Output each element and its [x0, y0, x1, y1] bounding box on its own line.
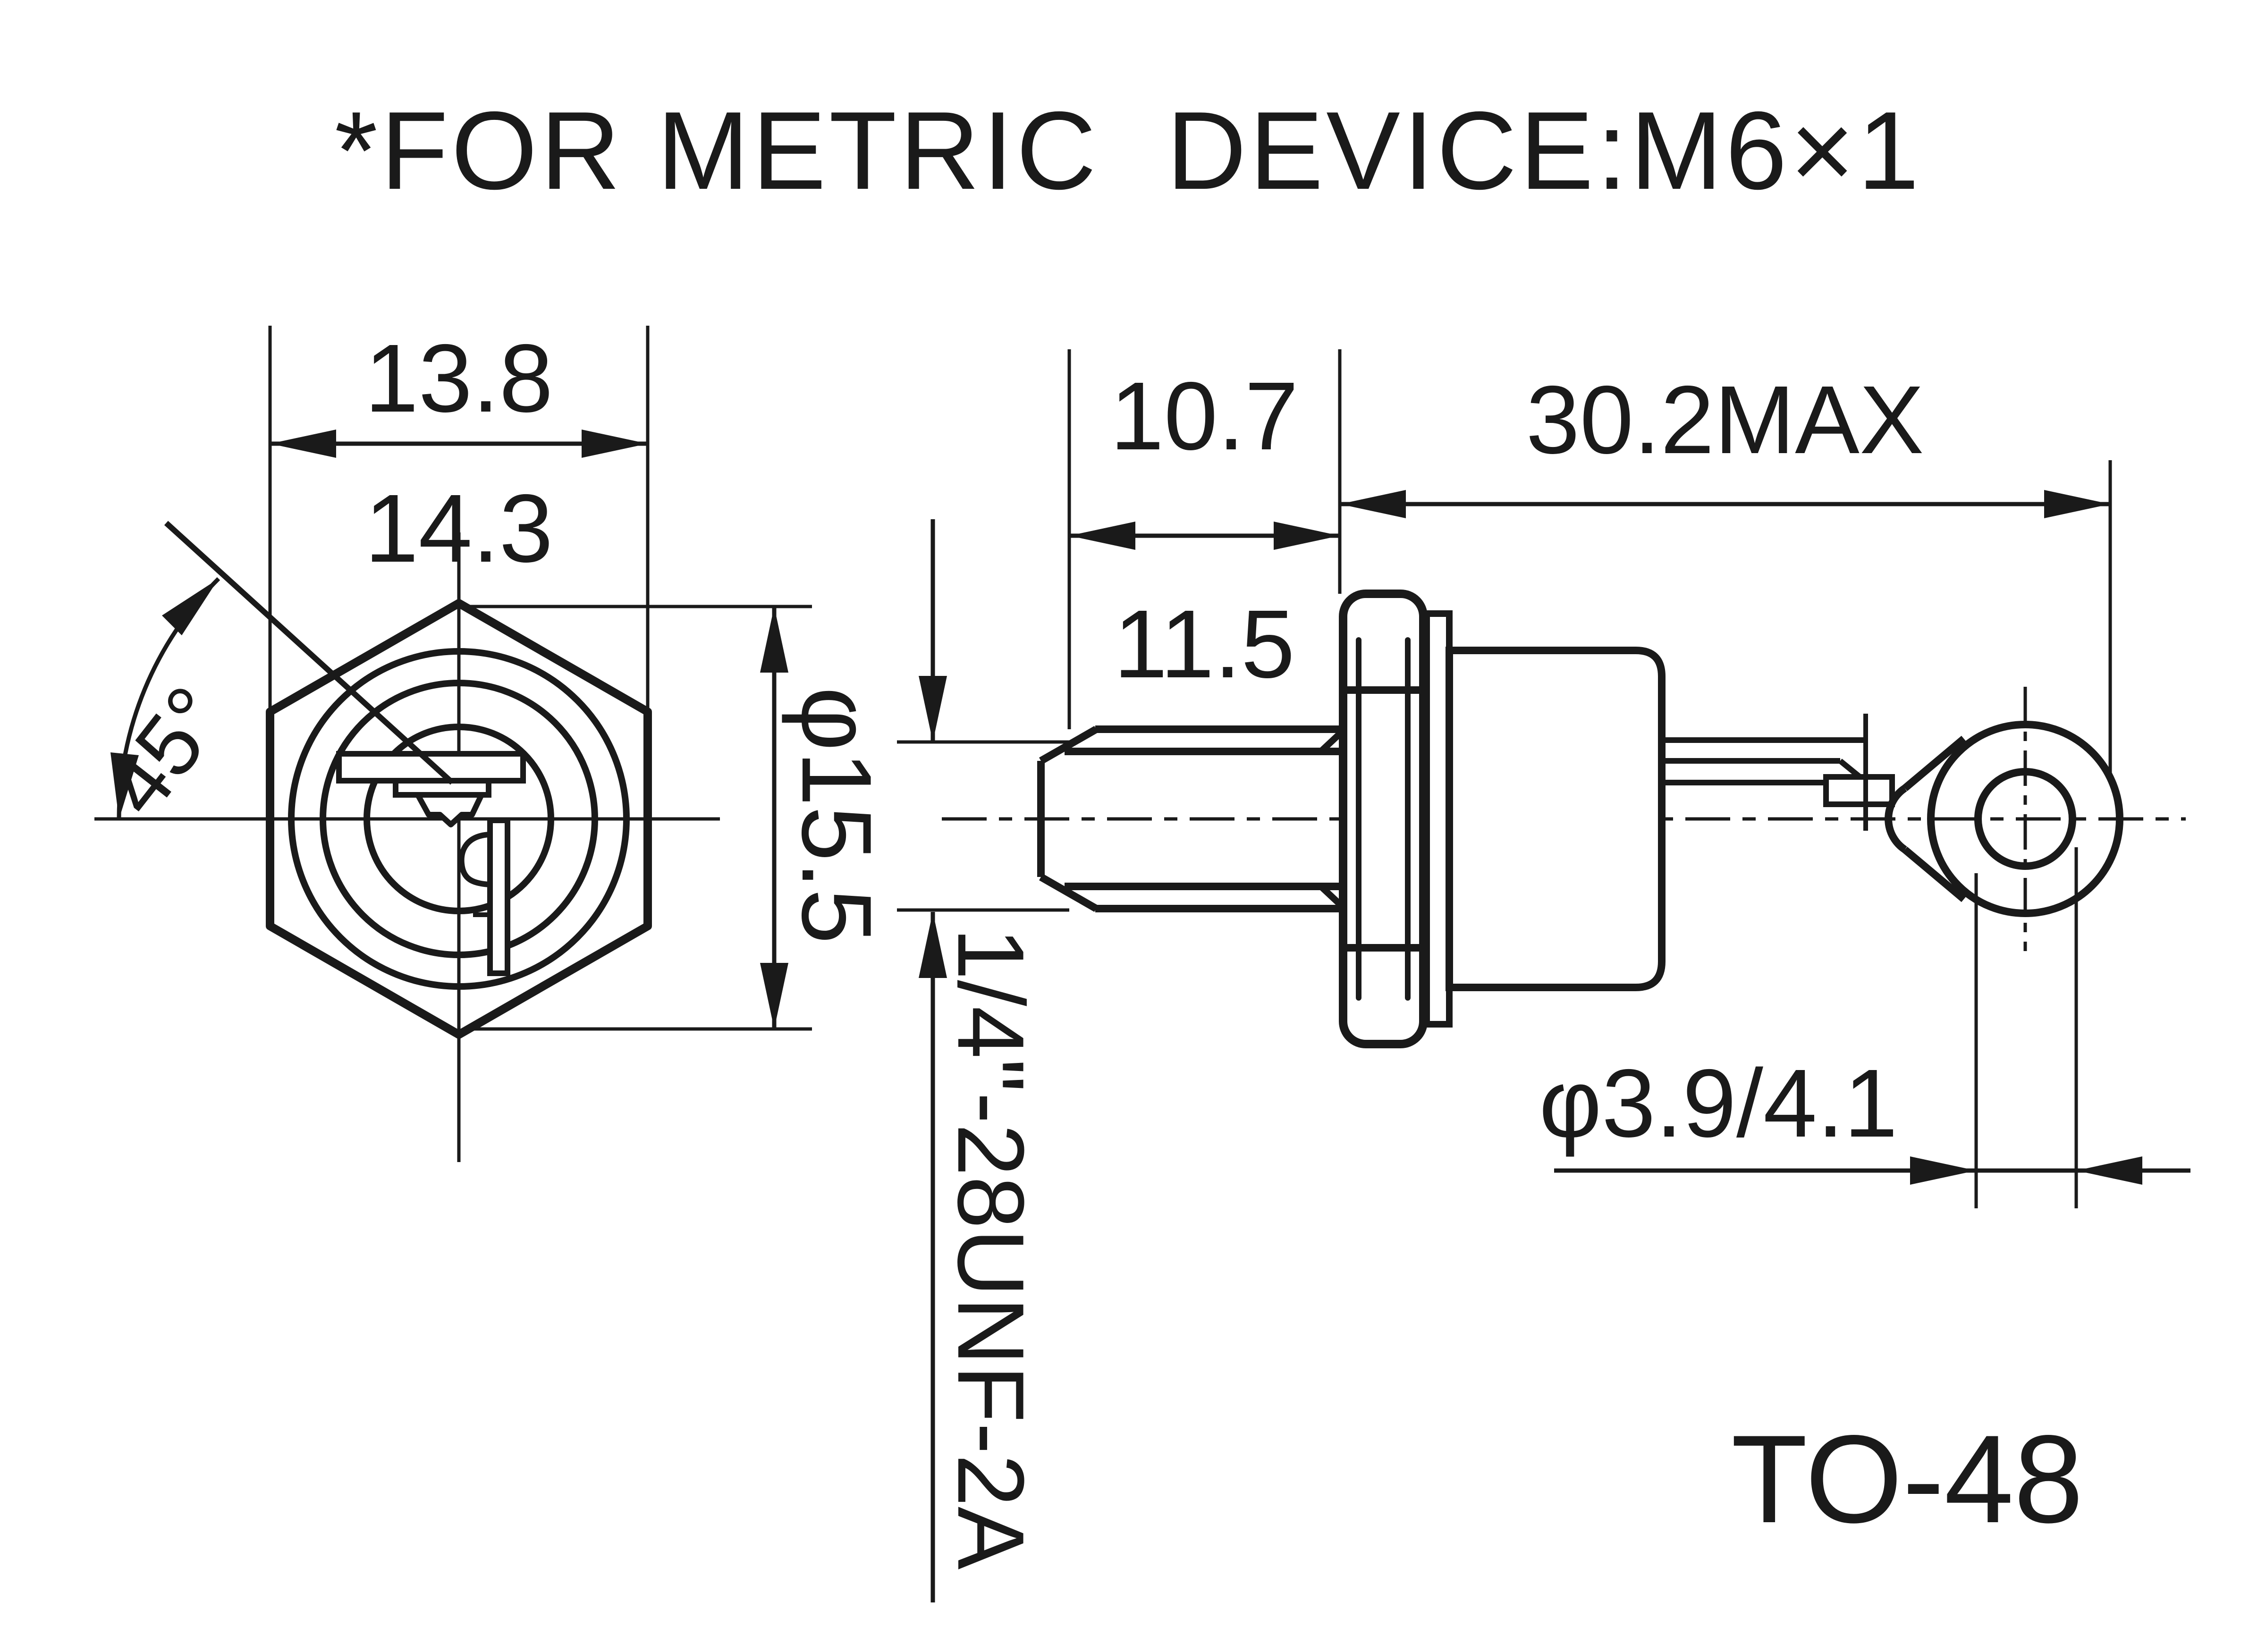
hex-flange-outline: [266, 599, 652, 1039]
arrowhead-right: [1910, 1156, 1976, 1185]
side-view: 10.7 11.5 30.2MAX 1/4"-28UNF-2A: [897, 349, 2190, 1602]
arrowhead-right: [582, 430, 648, 458]
flange-circle-outer: [288, 648, 630, 990]
dim-terminal-hole-label: φ3.9/4.1: [1539, 1049, 1898, 1157]
arrowhead-left: [270, 430, 336, 458]
dim-terminal-hole: φ3.9/4.1: [1539, 847, 2190, 1208]
chamfer-diagonal-line: [164, 521, 455, 785]
dim-across-flats-min: 13.8: [365, 324, 553, 432]
dim-across-flats-max: 14.3: [365, 474, 553, 582]
ring-tangent-top: [1902, 735, 1967, 792]
arrowhead-down: [760, 963, 788, 1029]
stud-chamfer-top: [1039, 726, 1098, 764]
drawing-title: *FOR METRIC DEVICE:M6×1: [335, 88, 1922, 212]
flexible-lead: [1662, 714, 1895, 831]
angle-label: 45°: [86, 669, 245, 833]
tab-cup: [415, 792, 484, 827]
dim-overall-length-label: 30.2MAX: [1526, 366, 1924, 474]
arrowhead-left: [1069, 522, 1135, 550]
arrowhead-up: [919, 912, 947, 978]
ring-terminal: [1885, 687, 2123, 951]
tab-bar: [336, 751, 526, 784]
flange-circle-middle: [320, 680, 598, 958]
body-cylinder: [1446, 647, 1666, 991]
dim-flange-diameter-label: φ15.5: [781, 687, 892, 944]
arrowhead-right: [1274, 522, 1340, 550]
terminal-tab-feature: [336, 751, 526, 976]
flange-circle-inner: [364, 724, 554, 914]
arrowhead-up: [760, 607, 788, 673]
nut-outline: [1339, 590, 1428, 1048]
arrowhead-left: [1340, 490, 1406, 518]
dim-across-flats: 13.8 14.3: [268, 324, 650, 708]
angle-arc-arrowhead-bottom: [110, 752, 139, 819]
angle-arc-arrowhead-top: [162, 579, 219, 635]
arrowhead-right: [2044, 490, 2110, 518]
front-view: 45° 13.8 14.3 φ15.5: [86, 324, 892, 1162]
crimp-barrel: [1823, 774, 1895, 807]
ring-tangent-bottom: [1902, 846, 1967, 902]
tab-hook: [458, 832, 490, 887]
dim-stud-length: 10.7 11.5: [1067, 349, 1342, 729]
dim-stud-length-max: 11.5: [1114, 590, 1295, 698]
dim-flange-diameter: φ15.5: [465, 605, 892, 1031]
dim-thread-spec: 1/4"-28UNF-2A: [897, 519, 1069, 1602]
tab-vertical-bar: [487, 818, 510, 976]
arrowhead-down: [919, 676, 947, 742]
arrowhead-left: [2076, 1156, 2142, 1185]
threaded-stud: [1037, 725, 1346, 912]
hex-nut: [1339, 590, 1428, 1048]
thread-spec-label: 1/4"-28UNF-2A: [938, 927, 1043, 1570]
ring-tip-arc: [1885, 785, 1907, 853]
stud-chamfer-bottom: [1039, 874, 1098, 912]
package-name: TO-48: [1731, 1409, 2083, 1549]
dim-overall-length: 30.2MAX: [1340, 366, 2112, 780]
dim-stud-length-min: 10.7: [1110, 362, 1299, 470]
